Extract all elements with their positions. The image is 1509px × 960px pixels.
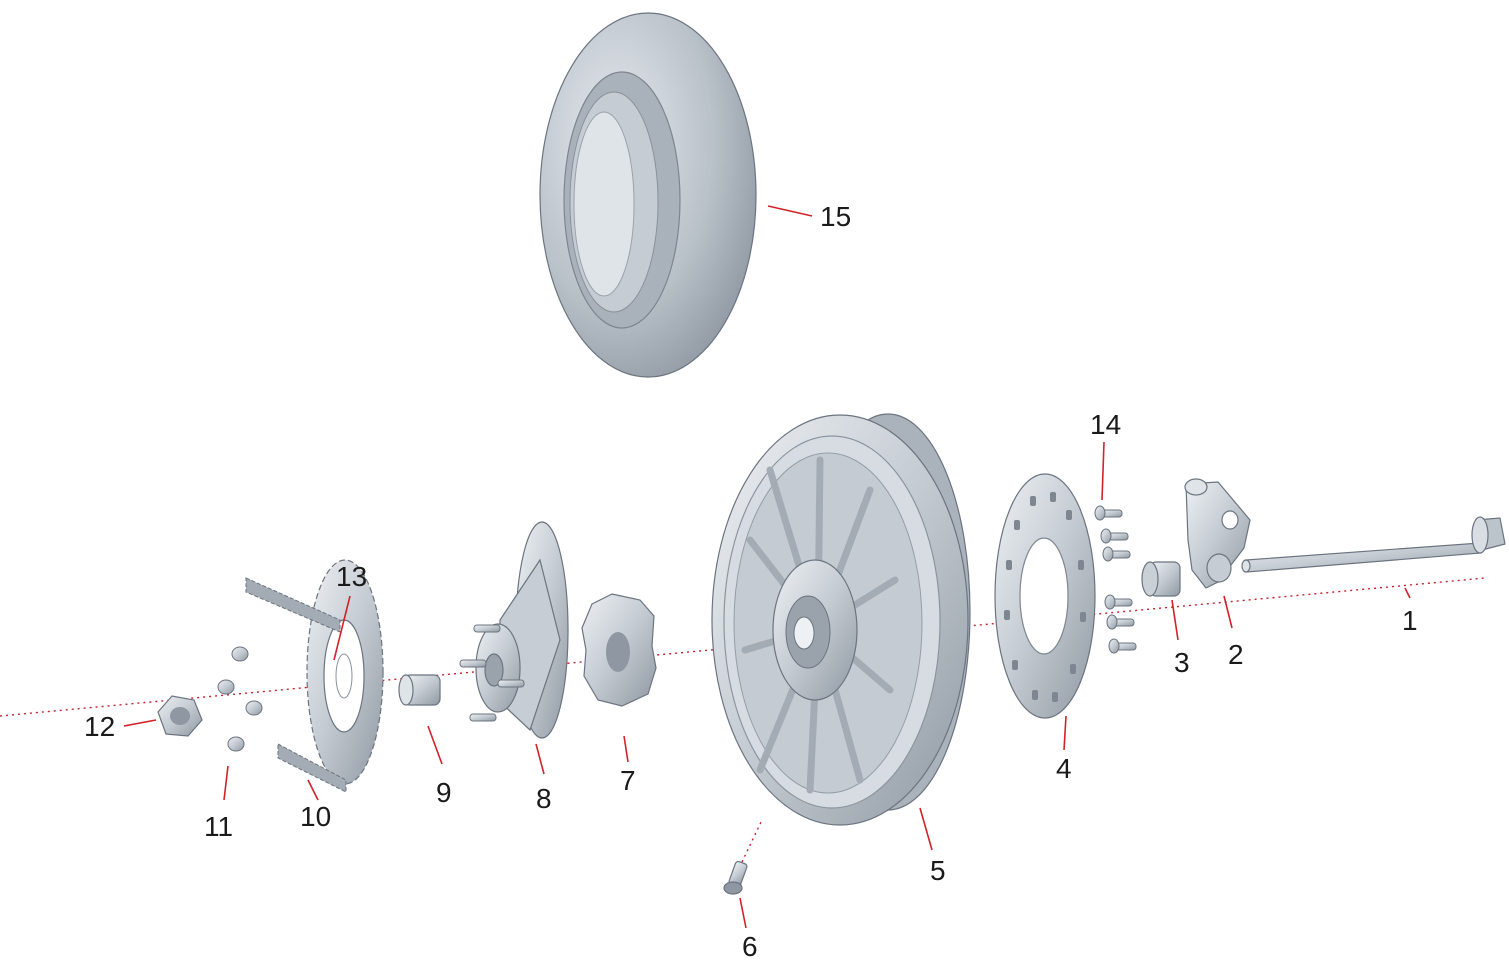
callout-5: 5: [930, 855, 946, 886]
leader-11: [223, 765, 229, 801]
axle-part: [1241, 516, 1506, 573]
callout-14: 14: [1090, 409, 1121, 440]
disc-bolts-part: [1094, 505, 1137, 654]
valve-part: [723, 860, 748, 895]
leader-10: [307, 779, 319, 801]
leader-5: [919, 807, 933, 851]
tire-part: [539, 12, 757, 378]
spacer-part: [1141, 561, 1181, 597]
leader-lines: [123, 205, 1411, 929]
callout-4: 4: [1056, 753, 1072, 784]
callout-3: 3: [1174, 647, 1190, 678]
axle-nut-part: [157, 695, 203, 737]
valve-axis-line: [741, 819, 763, 863]
callout-10: 10: [300, 801, 331, 832]
leader-14: [1101, 441, 1105, 501]
leader-7: [623, 735, 629, 763]
leader-1: [1404, 587, 1411, 599]
leader-6: [739, 897, 747, 929]
leader-13: [333, 595, 351, 661]
callout-1: 1: [1402, 605, 1418, 636]
callout-12: 12: [84, 711, 115, 742]
leader-8: [535, 743, 545, 775]
leader-3: [1171, 599, 1179, 641]
callout-8: 8: [536, 783, 552, 814]
callout-15: 15: [820, 201, 851, 232]
collar-part: [398, 674, 441, 706]
leader-4: [1063, 715, 1067, 751]
leader-15: [767, 205, 813, 217]
damper-part: [581, 593, 657, 707]
callout-6: 6: [742, 931, 758, 960]
callout-2: 2: [1228, 639, 1244, 670]
caliper-bracket-part: [1184, 478, 1251, 589]
sprocket-part: [306, 559, 384, 785]
small-nuts-part: [217, 646, 263, 752]
callout-9: 9: [436, 777, 452, 808]
wheel-rim-part: [711, 413, 971, 826]
chain-part: [245, 577, 347, 793]
callout-7: 7: [620, 765, 636, 796]
leader-9: [427, 725, 443, 765]
brake-disc-part: [994, 473, 1096, 719]
leader-2: [1223, 595, 1233, 629]
callout-11: 11: [204, 811, 233, 842]
leader-12: [123, 719, 157, 727]
sprocket-hub-part: [459, 521, 569, 739]
callout-13: 13: [336, 561, 367, 592]
